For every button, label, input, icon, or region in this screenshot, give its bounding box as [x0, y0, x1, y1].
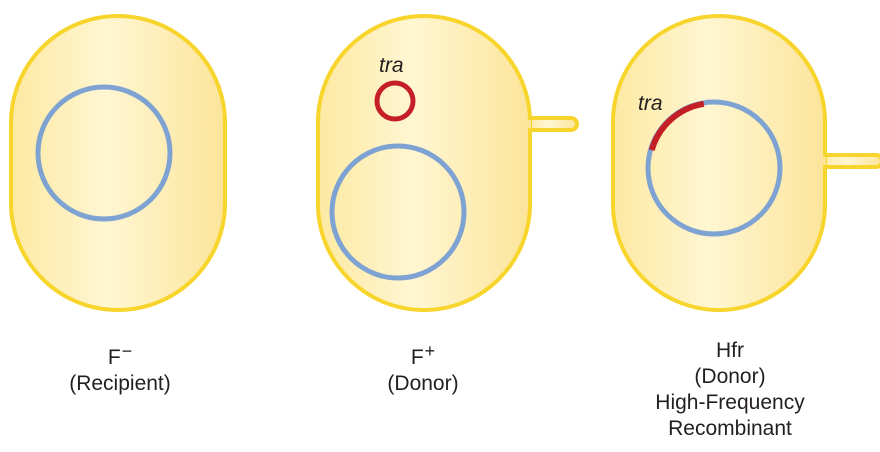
- caption-hfr-role: (Donor): [694, 365, 766, 388]
- label-sup-f-plus: +: [424, 341, 436, 361]
- pilus-f-plus: [526, 116, 579, 132]
- chromosome-f-minus: [35, 84, 173, 222]
- caption-f-minus-title: F−: [40, 338, 200, 371]
- caption-hfr: Hfr (Donor) High-Frequency Recombinant: [630, 338, 830, 442]
- cell-f-minus: [9, 14, 227, 312]
- integrated-tra-segment: [648, 100, 705, 152]
- chromosome-f-plus: [329, 143, 467, 281]
- caption-f-plus-title: F+: [343, 338, 503, 371]
- tra-label-f-plus: tra: [379, 54, 404, 77]
- label-main-f-minus: F: [107, 346, 121, 369]
- cell-hfr: tra: [611, 14, 880, 312]
- chromosome-hfr: [645, 99, 783, 237]
- cell-f-plus: tra: [316, 14, 579, 312]
- cell-body-hfr: [611, 14, 827, 312]
- caption-hfr-desc-1: High-Frequency: [655, 391, 805, 414]
- f-plasmid: [374, 80, 416, 122]
- caption-f-minus: F− (Recipient): [40, 338, 200, 397]
- caption-hfr-title: Hfr: [716, 339, 744, 362]
- pilus-hfr: [819, 153, 880, 169]
- caption-f-plus: F+ (Donor): [343, 338, 503, 397]
- caption-f-plus-role: (Donor): [387, 372, 459, 395]
- caption-hfr-desc-2: Recombinant: [668, 417, 792, 440]
- cell-body-f-plus: [316, 14, 532, 312]
- caption-f-minus-role: (Recipient): [69, 372, 171, 395]
- label-main-f-plus: F: [410, 346, 424, 369]
- cell-body-f-minus: [9, 14, 227, 312]
- label-sup-f-minus: −: [121, 341, 133, 361]
- tra-label-hfr: tra: [638, 92, 663, 115]
